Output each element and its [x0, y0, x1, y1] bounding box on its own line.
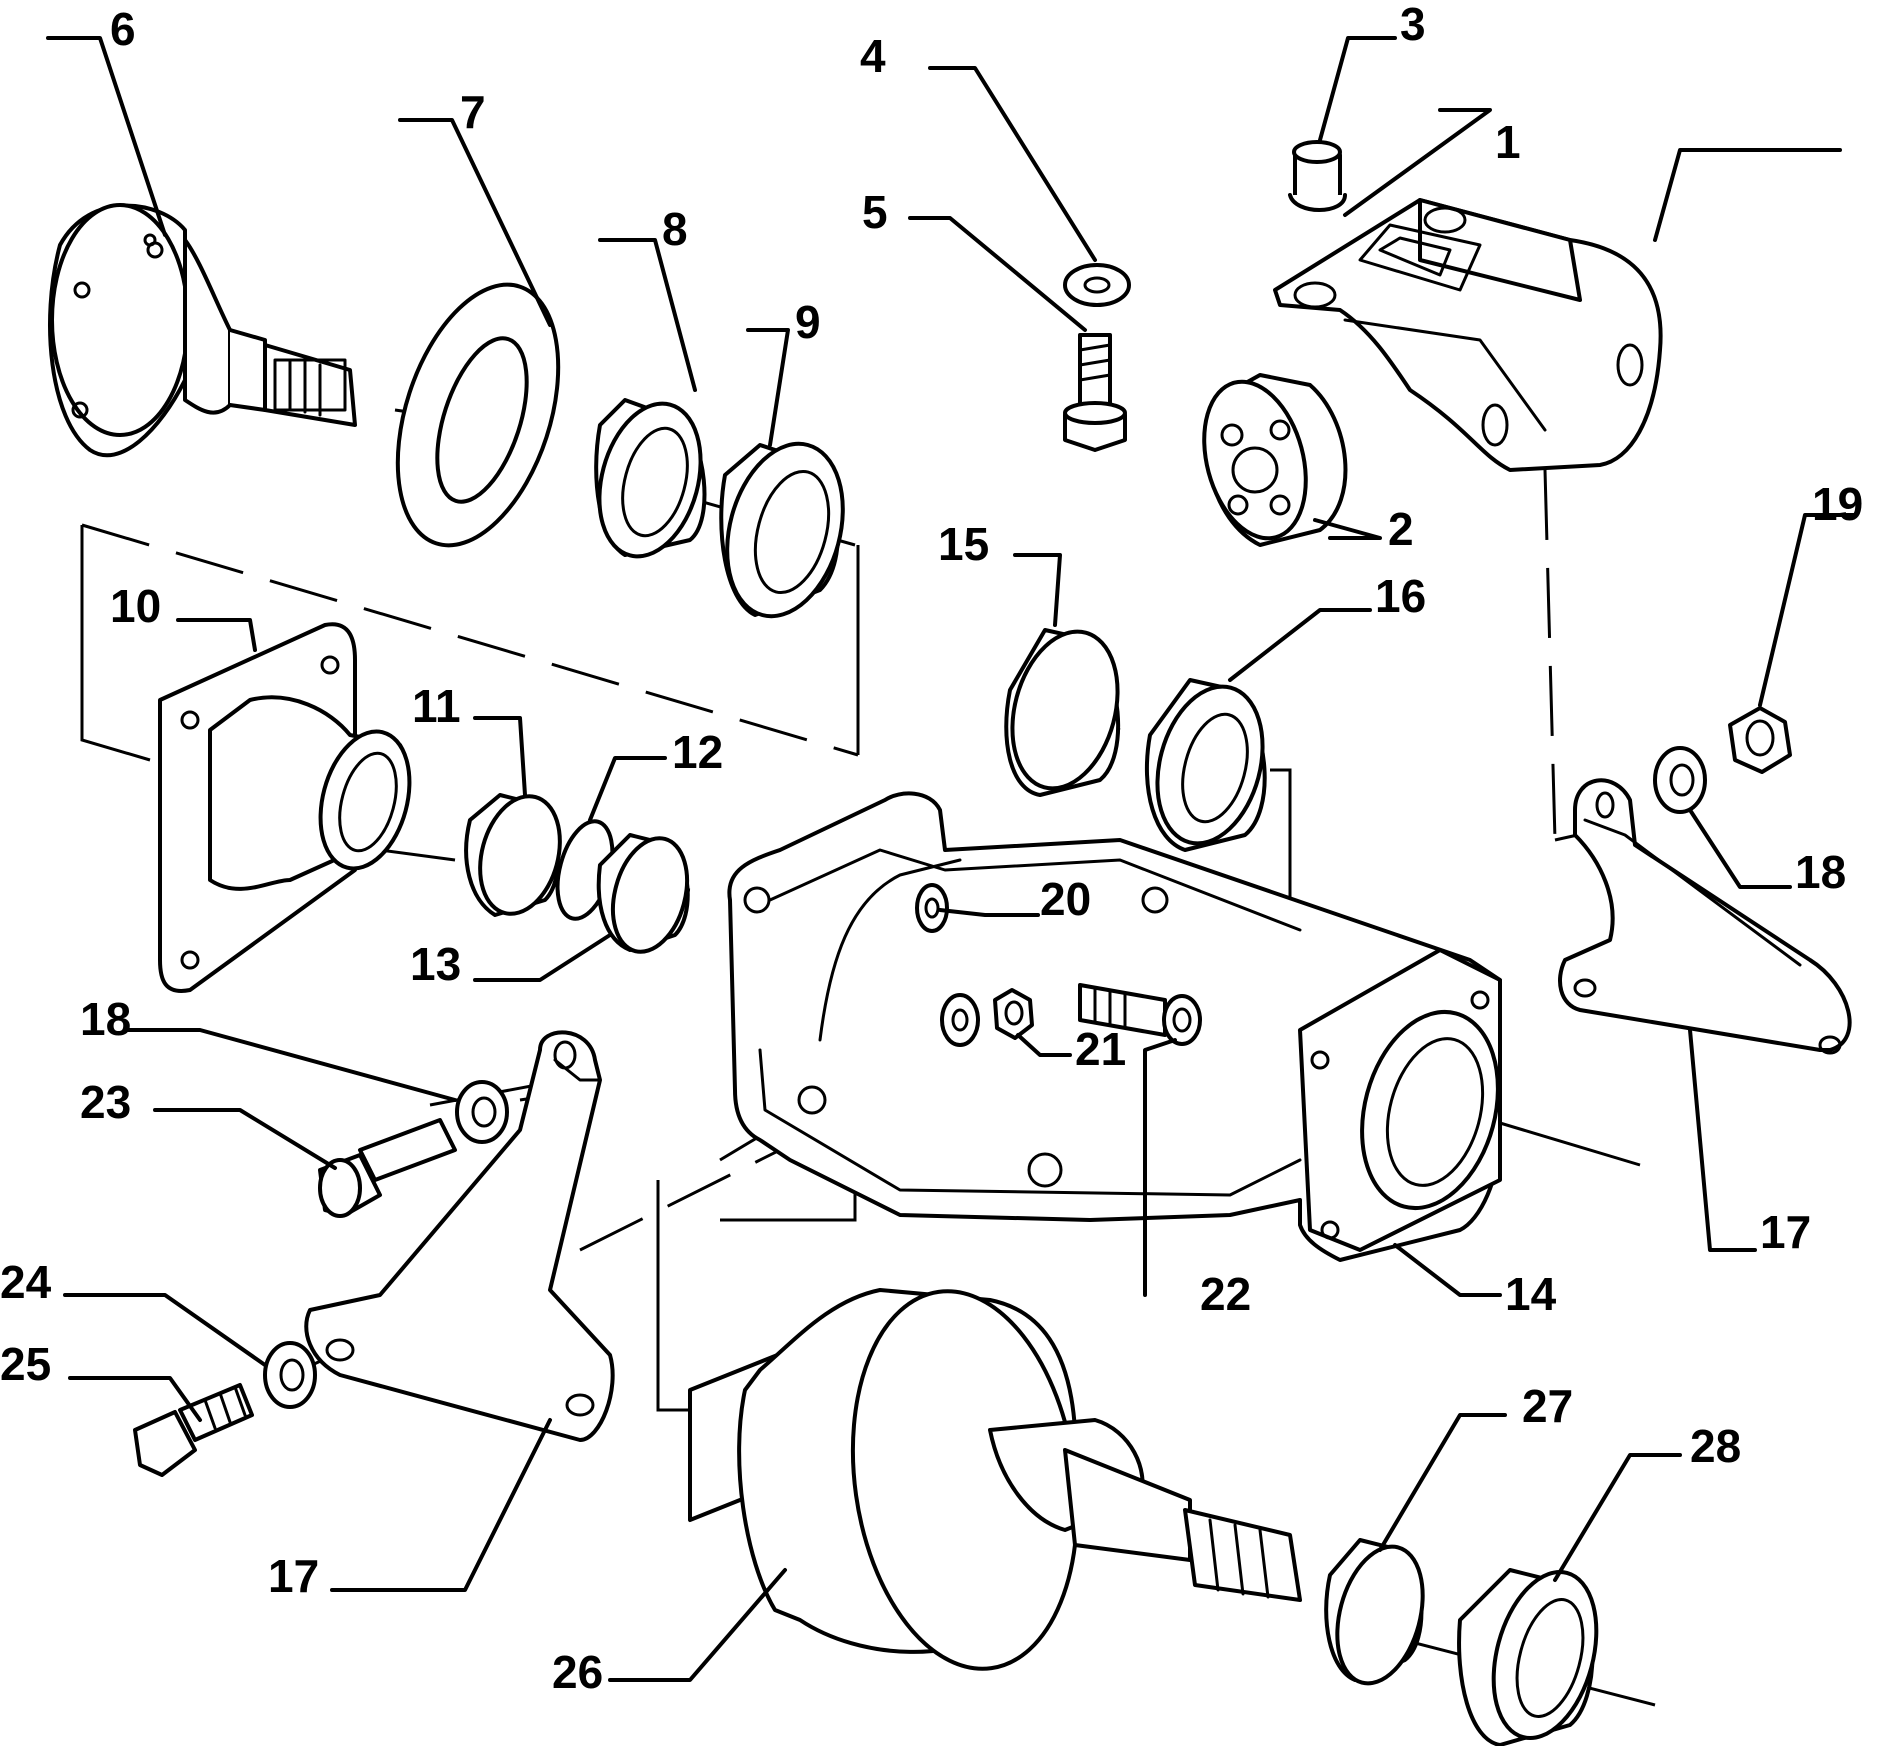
- callout-27: 27: [1522, 1380, 1573, 1432]
- callout-10: 10: [110, 580, 161, 632]
- callout-8: 8: [662, 203, 688, 255]
- part-7-dust-shield: [395, 282, 561, 548]
- part-16-bearing-ring: [1145, 678, 1267, 852]
- part-17-bracket-right: [1558, 778, 1852, 1055]
- callout-1: 1: [1495, 116, 1521, 168]
- part-25-bolt: [133, 1383, 254, 1477]
- part-13-seal: [596, 833, 690, 954]
- callout-7: 7: [460, 86, 486, 138]
- callout-26: 26: [552, 1646, 603, 1698]
- part-4-washer: [1063, 263, 1131, 307]
- leader-lines: [46, 36, 1857, 1682]
- callout-13: 13: [410, 938, 461, 990]
- part-11-bushing: [464, 793, 562, 917]
- part-22-socket-screw: [1078, 983, 1202, 1046]
- part-19-nut: [1728, 706, 1792, 774]
- callout-labels: 1 2 3 4 5 6 7 8 9 10 11 12 13 14 15 16 1…: [0, 0, 1863, 1698]
- part-23-bolt: [318, 1118, 457, 1218]
- callout-17-left: 17: [268, 1550, 319, 1602]
- callout-4: 4: [860, 30, 886, 82]
- part-15-bearing-ring: [1004, 628, 1121, 797]
- part-3-cap: [1288, 140, 1347, 212]
- part-8-bearing-ring: [594, 398, 707, 559]
- callout-23: 23: [80, 1076, 131, 1128]
- callout-24: 24: [0, 1256, 52, 1308]
- callout-25: 25: [0, 1338, 51, 1390]
- callout-16: 16: [1375, 570, 1426, 622]
- callout-22: 22: [1200, 1268, 1251, 1320]
- part-5-bolt: [1063, 333, 1127, 452]
- callout-2: 2: [1388, 503, 1414, 555]
- part-28-bearing: [1457, 1568, 1599, 1746]
- callout-15: 15: [938, 518, 989, 570]
- callout-14: 14: [1505, 1268, 1557, 1320]
- callout-17-right: 17: [1760, 1206, 1811, 1258]
- part-18-washer-left: [455, 1080, 509, 1144]
- callout-12: 12: [672, 726, 723, 778]
- part-20-washer: [915, 883, 949, 933]
- callout-28: 28: [1690, 1420, 1741, 1472]
- part-2-rubber-mount: [1202, 373, 1348, 547]
- part-21-nut-washer: [940, 988, 1034, 1047]
- callout-20: 20: [1040, 873, 1091, 925]
- callout-6: 6: [110, 3, 136, 55]
- callout-5: 5: [862, 186, 888, 238]
- callout-18-left: 18: [80, 993, 131, 1045]
- part-24-washer: [263, 1341, 317, 1409]
- part-6-flanged-stub-shaft: [48, 203, 357, 458]
- part-9-bearing-ring: [719, 441, 845, 619]
- callout-21: 21: [1075, 1023, 1126, 1075]
- part-18-washer-right: [1653, 746, 1707, 814]
- part-26-cv-joint: [688, 1288, 1302, 1671]
- callout-18-right: 18: [1795, 846, 1846, 898]
- callout-11: 11: [412, 680, 461, 732]
- part-10-flanged-housing: [158, 622, 412, 993]
- part-1-mounting-bracket: [1273, 198, 1663, 472]
- callout-9: 9: [795, 296, 821, 348]
- part-17-bracket-left: [304, 1030, 615, 1442]
- callout-3: 3: [1400, 0, 1426, 50]
- callout-19: 19: [1812, 478, 1863, 530]
- part-27-seal-ring: [1324, 1538, 1425, 1686]
